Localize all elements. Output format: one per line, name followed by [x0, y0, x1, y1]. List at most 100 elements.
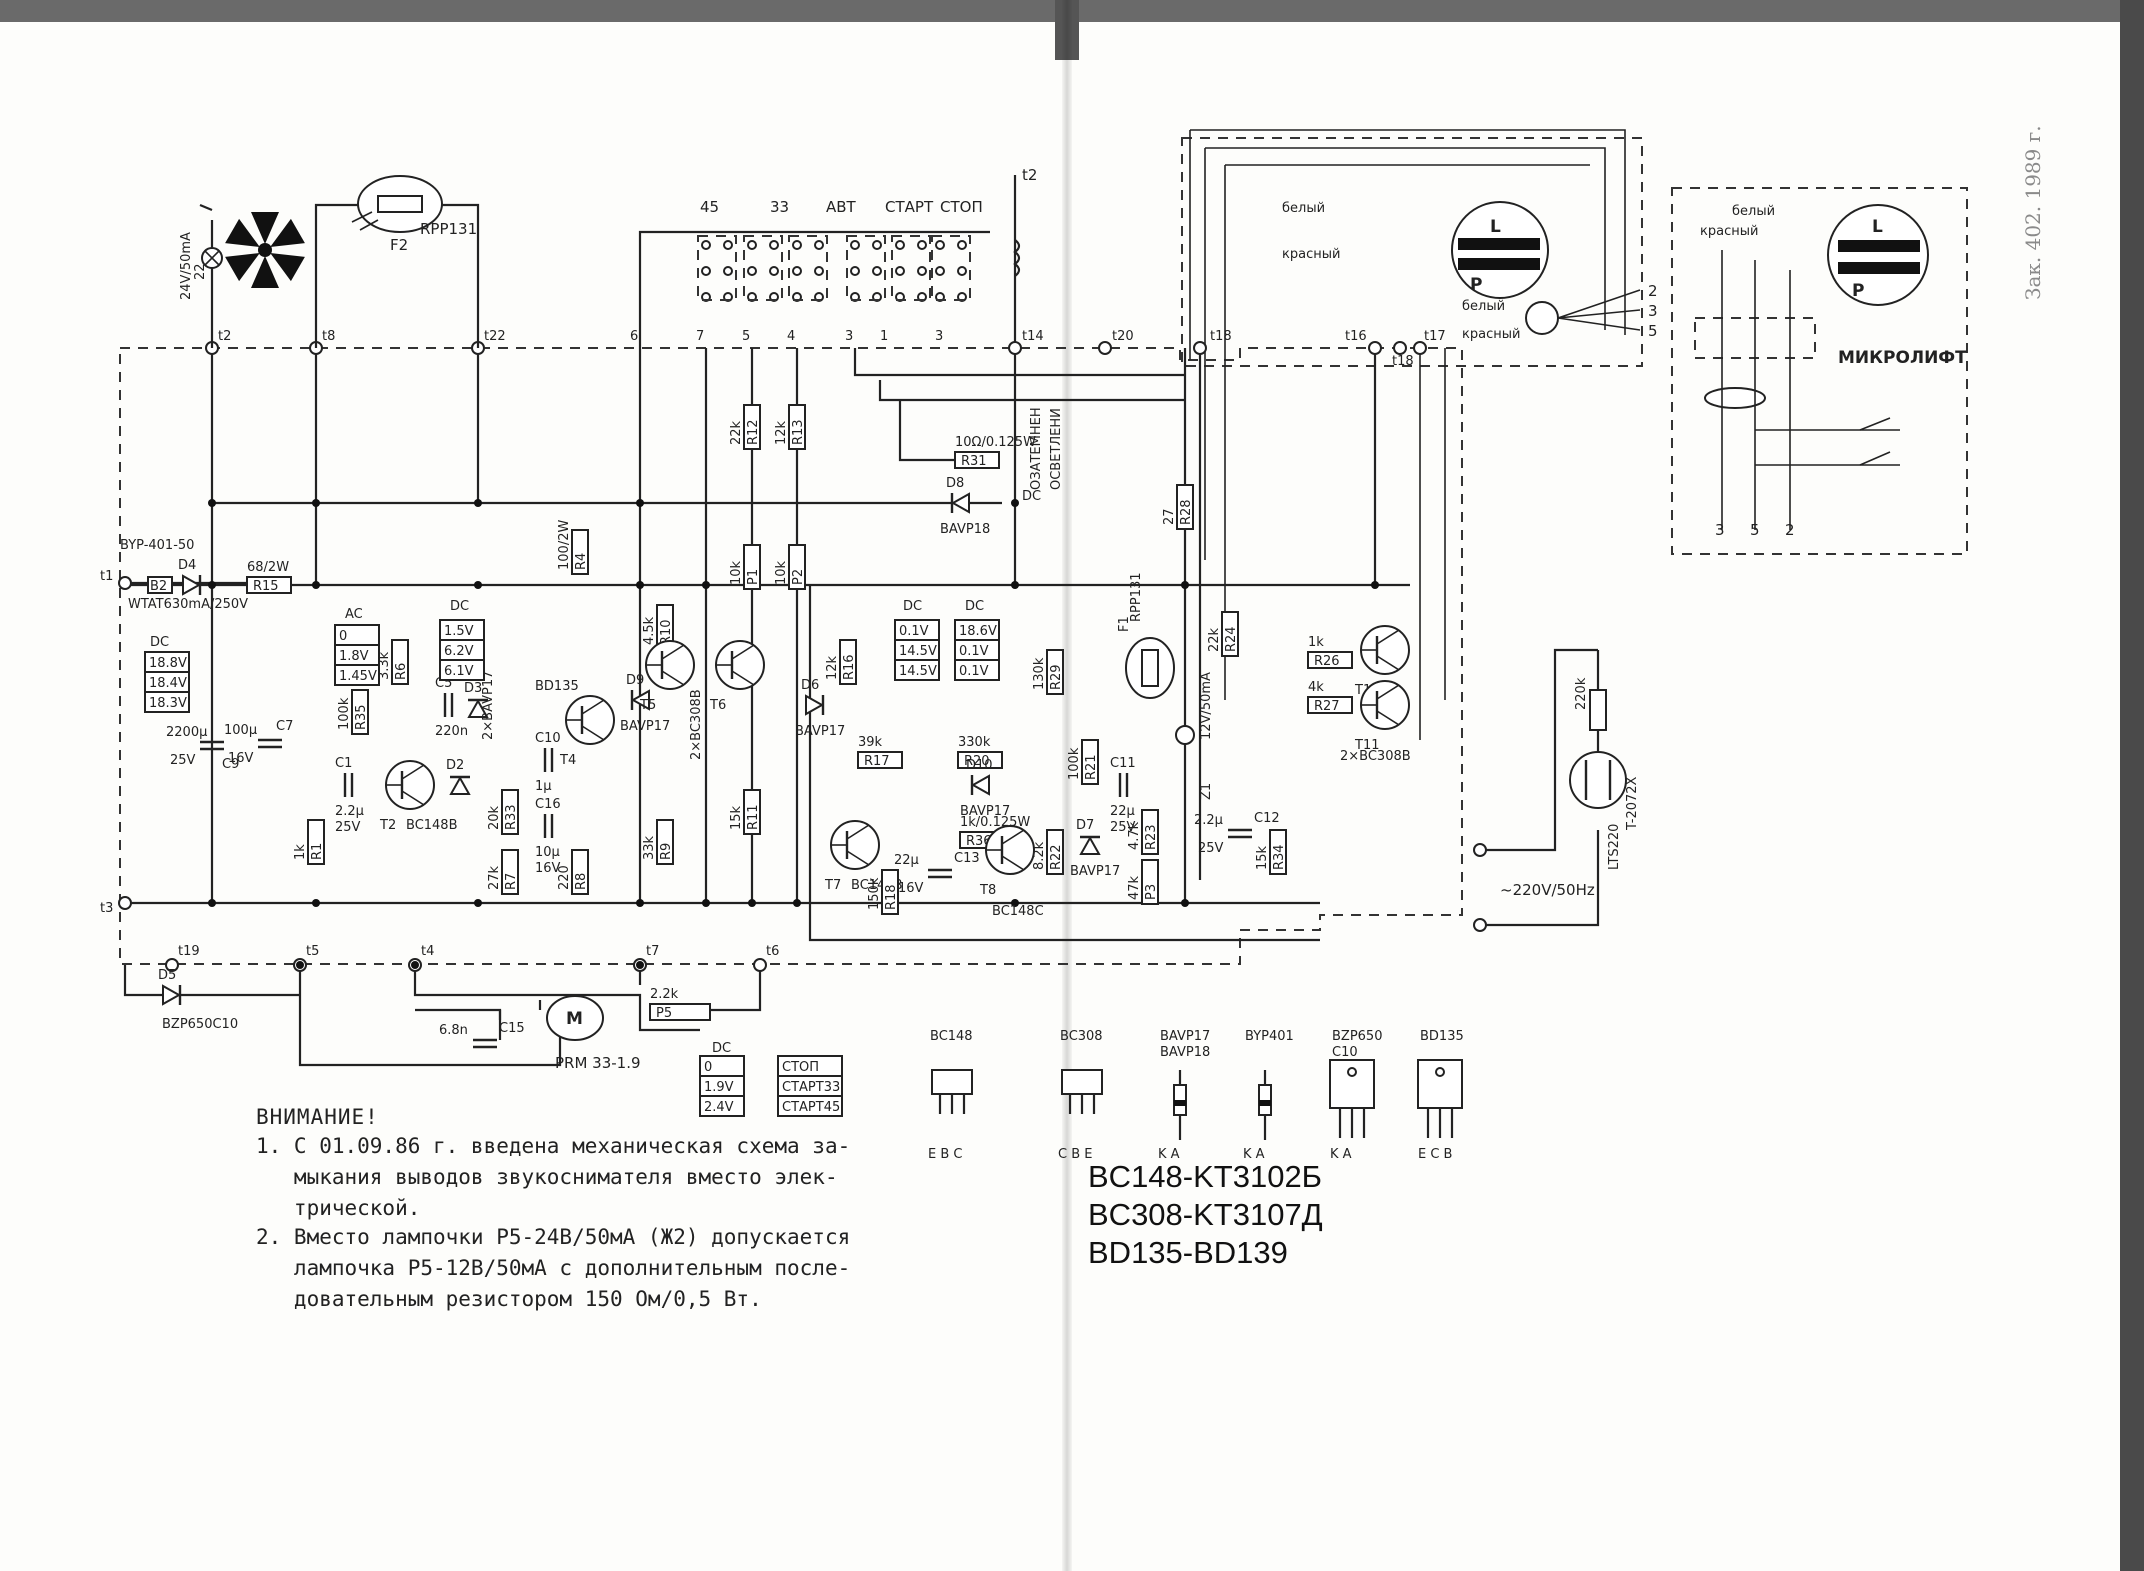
table-ac-t2: 01.8V1.45V — [334, 624, 380, 686]
diode-body — [449, 775, 471, 795]
resistor-ref: R11 — [746, 804, 761, 830]
switch-frame — [697, 235, 737, 301]
pinout-pins: K A — [1158, 1147, 1180, 1162]
relay-coil — [1013, 239, 1021, 277]
resistor-body — [1269, 829, 1287, 875]
wire-t19 — [123, 965, 300, 997]
label-motor: PRM 33-1.9 — [555, 1054, 641, 1072]
diode-body — [630, 689, 650, 711]
table-value: 18.6V — [959, 624, 997, 639]
cart-bely-1: белый — [1282, 201, 1325, 216]
table-dc-b: 18.6V0.1V0.1V — [954, 619, 1000, 681]
table-value: СТАРТ33 — [782, 1080, 840, 1095]
resistor-body — [1176, 484, 1194, 530]
label-b2: B2 — [150, 579, 167, 594]
table-cell — [144, 691, 190, 713]
junction-dot — [793, 899, 801, 907]
junction-dot — [474, 899, 482, 907]
cap-ref: C13 — [954, 851, 980, 866]
junction-dot — [1011, 581, 1019, 589]
terminal-t17 — [1413, 341, 1427, 355]
resistor-value: 15k — [1255, 845, 1270, 870]
switch-contact — [792, 240, 802, 250]
junction-dot — [1181, 581, 1189, 589]
junction-dot — [312, 499, 320, 507]
table-value: 18.4V — [149, 676, 187, 691]
cap-unit: 25V — [1198, 841, 1224, 856]
label-mikrolift: МИКРОЛИФТ — [1838, 348, 1967, 368]
junction-dot — [296, 961, 304, 969]
dc-ac-label-0: AC — [345, 607, 363, 622]
resistor-ref: R15 — [253, 579, 279, 594]
note-1: 1. С 01.09.86 г. введена механическая сх… — [256, 1134, 851, 1220]
resistor-body — [743, 404, 761, 450]
resistor-ref: R28 — [1179, 499, 1194, 525]
diode-body — [182, 574, 202, 596]
emitter — [1376, 710, 1400, 726]
switch-frame — [891, 235, 931, 301]
resistor-ref: P2 — [791, 569, 806, 585]
junction-dot — [208, 899, 216, 907]
microlift-block: L P белый красный МИКРОЛИФТ 3 5 2 — [1694, 204, 1967, 539]
component-set: R1568/2WBYP-401-50B2WTAT630mA/250VD42200… — [120, 404, 1411, 1056]
label-lamp-n: 22 — [193, 263, 208, 280]
transistor-ref: T4 — [559, 753, 576, 768]
resistor-ref: R17 — [864, 754, 890, 769]
resistor-value: 4.7k — [1127, 821, 1142, 850]
resistor-body — [571, 849, 589, 895]
archive-stamp: Зак. 402. 1989 г. — [2021, 125, 2045, 300]
resistor-body — [1307, 651, 1353, 669]
table-cell — [777, 1095, 843, 1117]
microlift-frame — [1671, 187, 1968, 555]
pinout-pins: E B C — [928, 1147, 962, 1162]
diode-ref: D2 — [446, 758, 464, 773]
label-neon-type: T-2072X — [1625, 776, 1640, 831]
pinout-pins: K A — [1330, 1147, 1352, 1162]
label-lamp2: 12V/50mA — [1199, 672, 1214, 740]
resistor-ref: R34 — [1272, 844, 1287, 870]
table-value: 6.2V — [444, 644, 474, 659]
collector — [731, 644, 755, 660]
switch-label-2: АВТ — [826, 198, 857, 216]
resistor-value: 1k — [1308, 635, 1324, 650]
switch-pin-2: 5 — [742, 329, 750, 344]
resistor-value: 12k — [774, 420, 789, 445]
resistor-ref: R33 — [504, 804, 519, 830]
junction-dot — [636, 499, 644, 507]
terminal-t14 — [1008, 341, 1022, 355]
notes-heading: ВНИМАНИЕ! — [256, 1105, 379, 1129]
cap-ref: C16 — [535, 797, 561, 812]
micro-bely: белый — [1732, 204, 1775, 219]
transistor-ref: T2 — [379, 818, 396, 833]
resistor-body — [656, 819, 674, 865]
fuse-body — [147, 576, 173, 594]
pinout-band — [1174, 1100, 1186, 1106]
dc-ac-label-6: DC — [712, 1041, 731, 1056]
label-osvetleni: ОСВЕТЛЕНИ — [1049, 408, 1064, 490]
transistor-t4: T4 — [559, 695, 615, 768]
collector — [401, 764, 425, 780]
table-value: 0.1V — [959, 644, 989, 659]
note-2: 2. Вместо лампочки Р5-24В/50мА (Ж2) допу… — [256, 1225, 851, 1311]
resistor-ref: P3 — [1144, 884, 1159, 900]
switch-contact — [957, 240, 967, 250]
resistor-value: 22k — [729, 420, 744, 445]
label-byp401: BYP-401-50 — [120, 538, 194, 553]
resistor-body — [957, 751, 1003, 769]
cap-ref: C15 — [499, 1021, 525, 1036]
resistor-ref: R13 — [791, 419, 806, 445]
label-bd135: BD135 — [535, 679, 579, 694]
junction-dot — [636, 581, 644, 589]
diode-d4: D4 — [178, 558, 202, 596]
transistor-type: BC148B — [406, 818, 458, 833]
